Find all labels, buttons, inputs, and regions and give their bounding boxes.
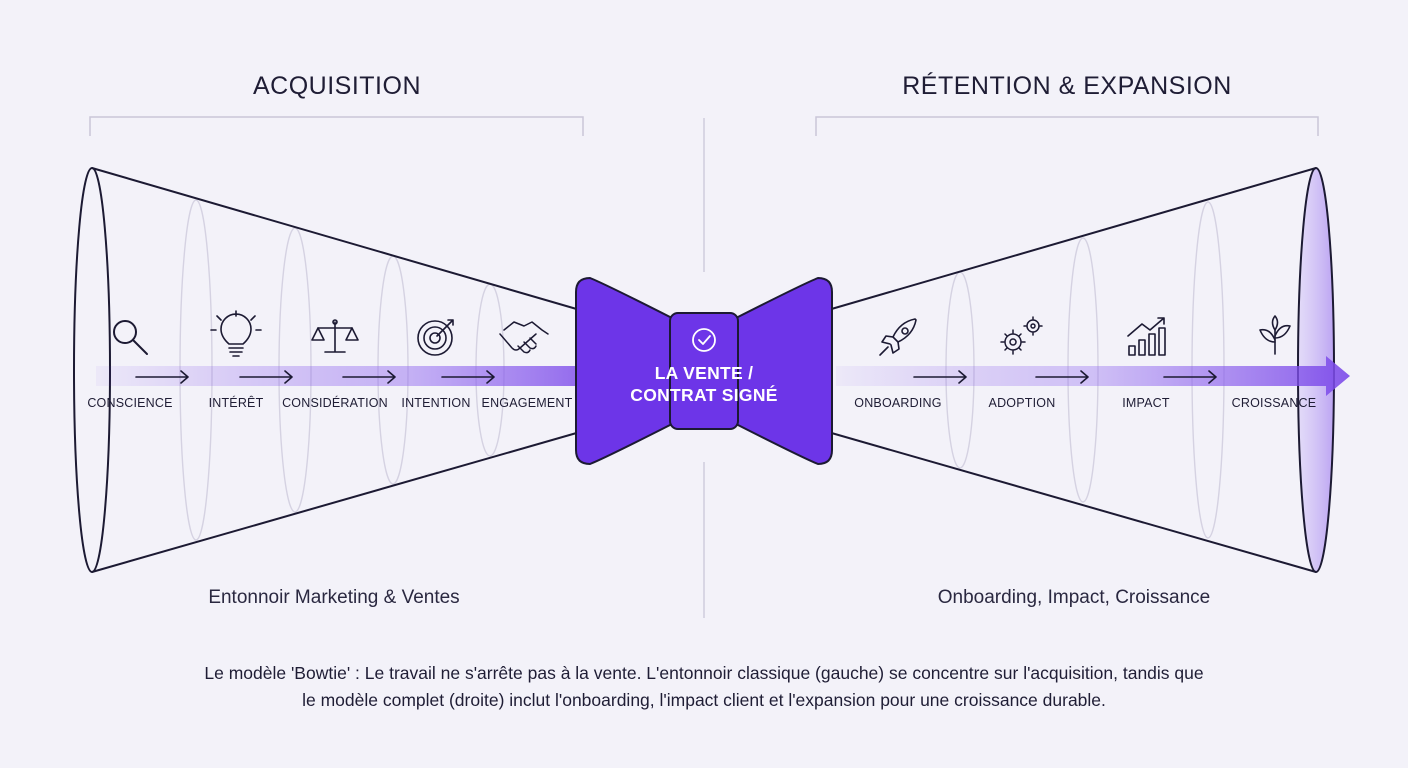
bowtie-left-wing: [575, 276, 673, 466]
balance-scale-icon: [311, 319, 359, 353]
stage-label-onboarding: ONBOARDING: [854, 396, 942, 410]
right-flow-arrow: [836, 356, 1350, 396]
step-arrows: [135, 370, 1217, 384]
stage-label-adoption: ADOPTION: [988, 396, 1056, 410]
lightbulb-icon: [210, 310, 262, 357]
right-section-title: RÉTENTION & EXPANSION: [902, 72, 1232, 100]
gears-icon: [1000, 316, 1043, 355]
left-section-title: ACQUISITION: [252, 72, 421, 100]
stage-label-consideration: CONSIDÉRATION: [282, 396, 388, 410]
center-label-line2: CONTRAT SIGNÉ: [630, 385, 778, 405]
left-flow-arrow: [96, 356, 616, 396]
bowtie-center: [669, 312, 739, 430]
center-label-line1: LA VENTE /: [654, 363, 754, 383]
bar-chart-growth-icon: [1127, 317, 1166, 356]
handshake-icon: [499, 321, 549, 354]
footnote-line1: Le modèle 'Bowtie' : Le travail ne s'arr…: [204, 663, 1204, 683]
stage-label-intention: INTENTION: [401, 396, 471, 410]
footnote: Le modèle 'Bowtie' : Le travail ne s'arr…: [104, 660, 1304, 714]
right-caption: Onboarding, Impact, Croissance: [937, 587, 1211, 608]
bowtie-knot: [575, 276, 833, 466]
left-caption: Entonnoir Marketing & Ventes: [208, 587, 460, 608]
footnote-line2: le modèle complet (droite) inclut l'onbo…: [302, 690, 1106, 710]
stage-label-impact: IMPACT: [1122, 396, 1170, 410]
center-label: LA VENTE / CONTRAT SIGNÉ: [584, 362, 824, 406]
stage-label-croissance: CROISSANCE: [1231, 396, 1317, 410]
stage-label-interet: INTÉRÊT: [208, 396, 264, 410]
left-bracket: [89, 116, 584, 136]
right-bracket: [815, 116, 1319, 136]
magnifier-icon: [113, 320, 148, 355]
stage-label-engagement: ENGAGEMENT: [481, 396, 573, 410]
rocket-icon: [879, 318, 917, 356]
stage-label-conscience: CONSCIENCE: [87, 396, 173, 410]
sprout-icon: [1259, 315, 1291, 355]
bowtie-right-wing: [735, 276, 833, 466]
check-circle-icon: [692, 328, 716, 352]
target-icon: [417, 319, 454, 356]
